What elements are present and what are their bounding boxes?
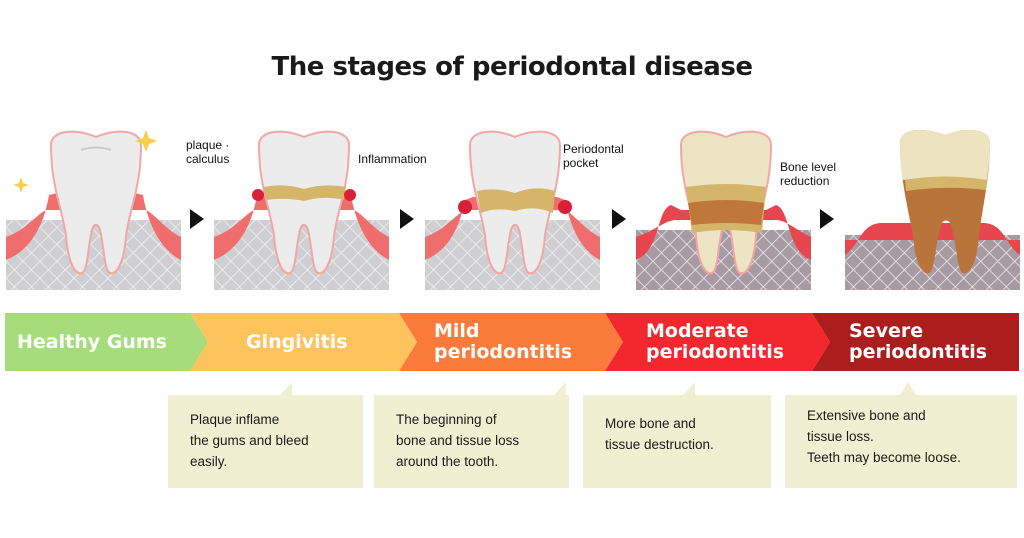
arrow-icon [400,209,414,229]
diagram-title: The stages of periodontal disease [271,52,753,82]
gingivitis-tooth-illustration [214,130,389,290]
plaque-calculus-label: plaque ·calculus [186,138,230,166]
arrow-icon [612,209,626,229]
healthy-tooth-illustration [6,130,181,290]
inflammation-label: Inflammation [358,152,427,166]
stage-gingivitis: Gingivitis [246,331,348,353]
arrow-icon [190,209,204,229]
moderate-periodontitis-tooth-illustration [636,130,811,290]
arrow-icon [820,209,834,229]
severe-periodontitis-tooth-illustration [845,130,1020,290]
stage-healthy-gums: Healthy Gums [17,331,167,353]
mild-periodontitis-tooth-illustration [425,130,600,290]
